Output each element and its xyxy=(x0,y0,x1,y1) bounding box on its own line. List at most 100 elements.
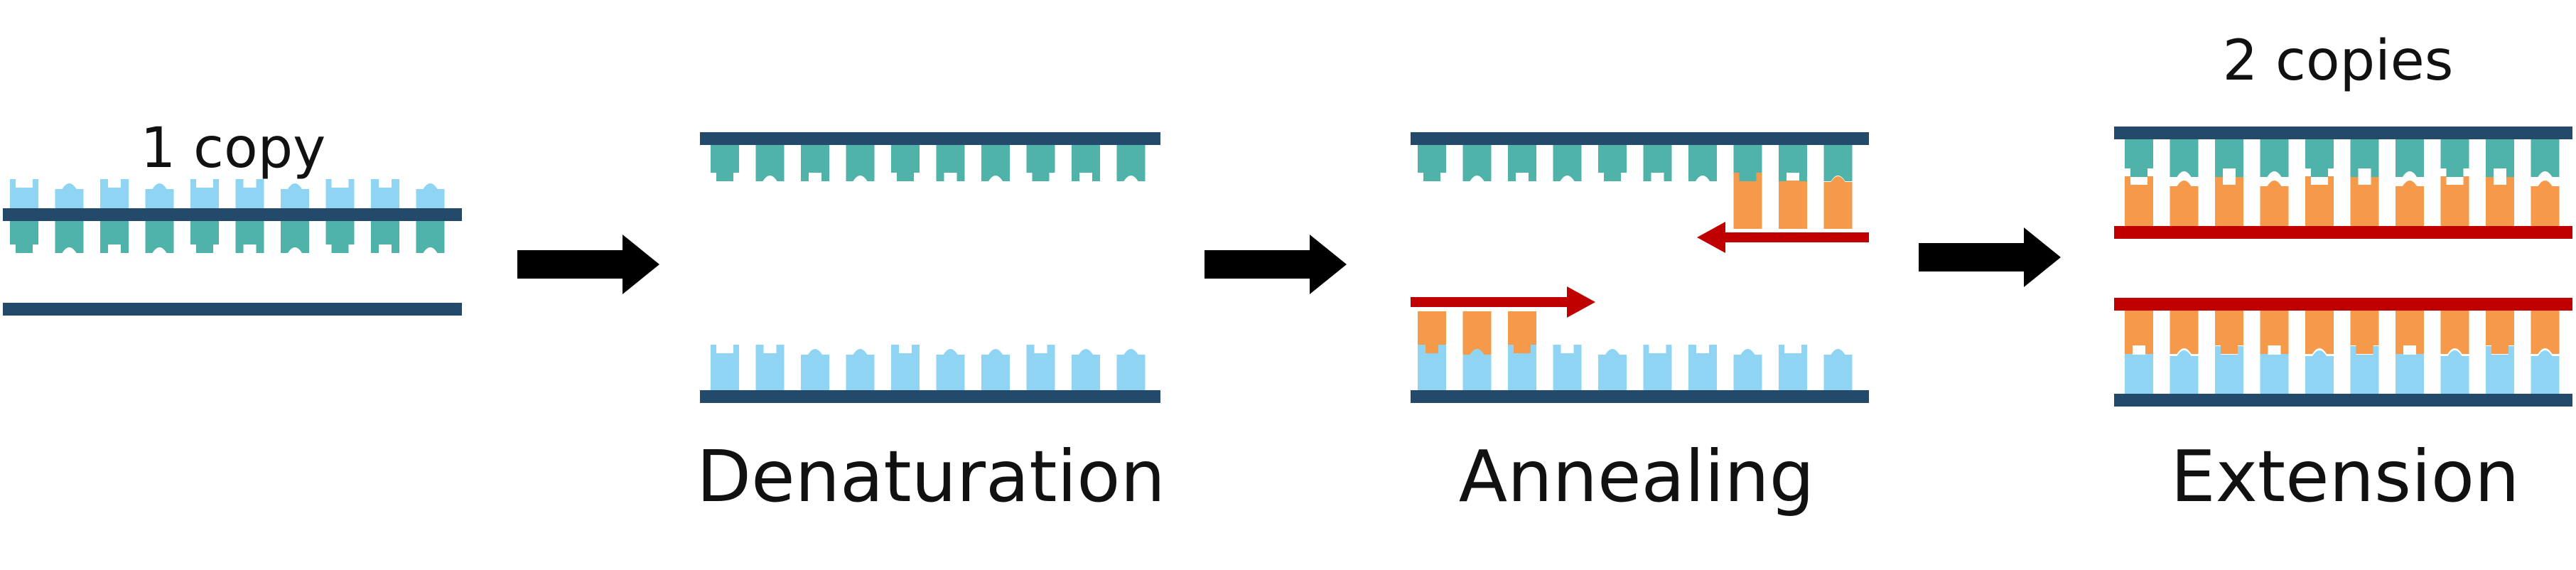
label-2-copies: 2 copies xyxy=(2223,29,2454,93)
base-new xyxy=(1462,311,1492,368)
backbone-bottom xyxy=(1411,390,1869,403)
base-bottom xyxy=(1688,345,1717,394)
base-top xyxy=(2170,133,2199,177)
base-new xyxy=(1779,172,1807,229)
base-top xyxy=(416,216,445,253)
base-top xyxy=(2350,133,2379,177)
base-top xyxy=(1418,139,1446,181)
backbone-top xyxy=(700,132,1160,145)
base-bottom xyxy=(1643,345,1672,394)
base-bottom xyxy=(1733,349,1762,394)
base-top xyxy=(1553,139,1582,181)
base-new xyxy=(1823,176,1853,229)
base-bottom xyxy=(1779,345,1807,394)
arrow-right-icon xyxy=(517,235,659,294)
new-strand-bar xyxy=(2114,298,2572,311)
base-top xyxy=(2440,133,2469,177)
base-bottom xyxy=(2396,346,2424,399)
base-new xyxy=(2170,181,2199,226)
base-top xyxy=(1779,139,1807,181)
base-top xyxy=(2215,133,2243,177)
label-extension: Extension xyxy=(2171,435,2520,518)
base-bottom xyxy=(981,349,1010,394)
arrow-right-icon xyxy=(1919,227,2061,287)
copy-1 xyxy=(2114,127,2572,239)
copy-2 xyxy=(2114,298,2572,407)
base-top xyxy=(2260,133,2289,177)
base-bottom xyxy=(2170,350,2199,399)
backbone-top xyxy=(1411,132,1869,145)
base-bottom xyxy=(755,345,785,394)
primer-arrow-icon xyxy=(1697,222,1725,253)
base-top xyxy=(10,216,38,253)
base-top xyxy=(711,139,739,181)
base-bottom xyxy=(936,349,965,394)
base-top xyxy=(2305,133,2334,177)
stage-3-annealing xyxy=(1411,132,1869,403)
base-bottom xyxy=(2531,350,2560,399)
base-top xyxy=(1643,139,1672,181)
base-new xyxy=(2486,306,2514,354)
base-bottom xyxy=(891,345,920,394)
label-denaturation: Denaturation xyxy=(696,435,1165,518)
base-bottom xyxy=(801,349,829,394)
base-top xyxy=(1733,139,1762,181)
base-top xyxy=(2486,133,2514,177)
base-bottom xyxy=(1116,349,1146,394)
arrow-right-icon xyxy=(1205,235,1347,294)
base-new xyxy=(2260,306,2289,354)
base-new xyxy=(2215,306,2243,354)
base-top xyxy=(891,139,920,181)
base-bottom xyxy=(2260,346,2289,399)
base-new xyxy=(2215,176,2243,226)
backbone-bottom xyxy=(3,303,462,316)
base-new xyxy=(2486,176,2514,226)
base-new xyxy=(2170,306,2199,354)
flow-arrow-2 xyxy=(1205,235,1347,294)
primer-shaft xyxy=(1723,232,1869,242)
base-new xyxy=(2260,181,2289,226)
base-bottom xyxy=(2125,346,2153,399)
base-top xyxy=(1598,139,1627,181)
base-top xyxy=(281,216,309,253)
base-bottom xyxy=(846,349,875,394)
backbone-bottom xyxy=(700,390,1160,403)
base-new xyxy=(2396,306,2424,354)
base-bottom xyxy=(2440,350,2469,399)
base-new xyxy=(2440,176,2469,226)
base-bottom xyxy=(1553,345,1582,394)
base-top xyxy=(1688,139,1717,181)
base-bottom xyxy=(711,345,739,394)
base-bottom xyxy=(2305,350,2334,399)
base-top xyxy=(1823,139,1853,181)
base-top xyxy=(2396,133,2424,177)
base-top xyxy=(936,139,965,181)
base-new xyxy=(2396,181,2424,226)
base-top xyxy=(755,139,785,181)
base-top xyxy=(325,216,355,253)
base-top xyxy=(1462,139,1492,181)
backbone-top xyxy=(2114,127,2572,139)
stage-1-double-strand xyxy=(3,179,462,316)
base-top xyxy=(55,216,84,253)
base-new xyxy=(2531,306,2560,354)
primer-shaft xyxy=(1411,297,1570,307)
base-new xyxy=(2531,181,2560,226)
base-top xyxy=(1508,139,1536,181)
base-new xyxy=(2350,176,2379,226)
stage-2-denaturation xyxy=(700,132,1160,403)
base-new xyxy=(2350,306,2379,354)
primer-arrow-icon xyxy=(1567,286,1595,318)
base-top xyxy=(2125,133,2153,177)
base-top xyxy=(371,216,399,253)
label-1-copy: 1 copy xyxy=(141,117,326,181)
new-strand-bar xyxy=(2114,226,2572,239)
label-annealing: Annealing xyxy=(1459,435,1814,518)
base-top xyxy=(1072,139,1100,181)
base-new xyxy=(2125,176,2153,226)
stage-4-extension xyxy=(2114,127,2572,407)
base-top xyxy=(2531,133,2560,177)
flow-arrow-1 xyxy=(517,235,659,294)
base-bottom xyxy=(1823,349,1853,394)
base-top xyxy=(100,216,129,253)
